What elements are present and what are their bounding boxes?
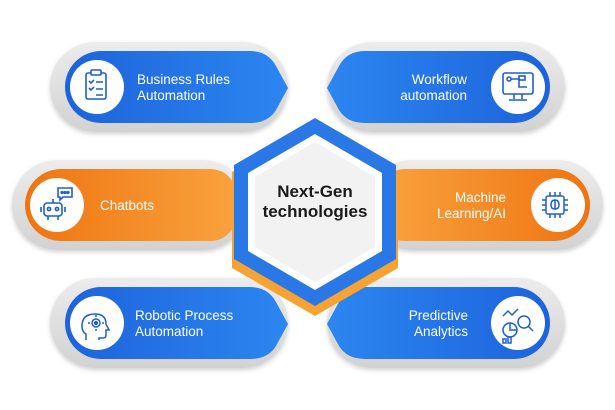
center-hexagon bbox=[232, 118, 398, 316]
label-line: Predictive bbox=[408, 308, 468, 323]
node-label-chatbots: Chatbots bbox=[100, 197, 220, 215]
label-line: Analytics bbox=[413, 324, 468, 339]
label-line: Business Rules bbox=[137, 72, 231, 87]
icon-circle bbox=[30, 178, 84, 232]
label-line: Automation bbox=[137, 88, 206, 103]
center-title-line: Next-Gen bbox=[277, 182, 353, 201]
center-title: Next-Gen technologies bbox=[250, 172, 380, 232]
node-business-rules-automation bbox=[50, 42, 288, 132]
label-line: Chatbots bbox=[100, 198, 155, 213]
node-label-machine-learning-ai: Machine Learning/AI bbox=[392, 189, 506, 223]
label-line: automation bbox=[400, 88, 467, 103]
center-title-line: technologies bbox=[262, 202, 368, 221]
label-line: Automation bbox=[135, 324, 204, 339]
node-label-business-rules-automation: Business Rules Automation bbox=[137, 71, 277, 105]
analytics-magnifier-icon bbox=[502, 308, 534, 344]
icon-circle bbox=[70, 60, 124, 114]
label-line: Learning/AI bbox=[436, 206, 506, 221]
node-workflow-automation bbox=[327, 42, 565, 132]
brain-chip-icon bbox=[542, 192, 568, 218]
node-machine-learning-ai bbox=[367, 160, 603, 250]
icon-circle bbox=[491, 60, 545, 114]
workflow-monitor-icon bbox=[502, 72, 534, 101]
node-label-predictive-analytics: Predictive Analytics bbox=[347, 307, 468, 341]
chatbot-icon bbox=[40, 187, 73, 220]
node-label-workflow-automation: Workflow automation bbox=[347, 71, 467, 105]
node-robotic-process-automation bbox=[50, 278, 288, 368]
node-label-robotic-process-automation: Robotic Process Automation bbox=[135, 307, 275, 341]
node-chatbots bbox=[12, 160, 248, 250]
icon-circle bbox=[531, 178, 585, 232]
label-line: Workflow bbox=[411, 72, 467, 87]
checklist-icon bbox=[85, 69, 107, 100]
label-line: Machine bbox=[454, 190, 506, 205]
label-line: Robotic Process bbox=[135, 308, 234, 323]
robot-head-gear-icon bbox=[81, 313, 111, 340]
node-predictive-analytics bbox=[327, 278, 565, 368]
